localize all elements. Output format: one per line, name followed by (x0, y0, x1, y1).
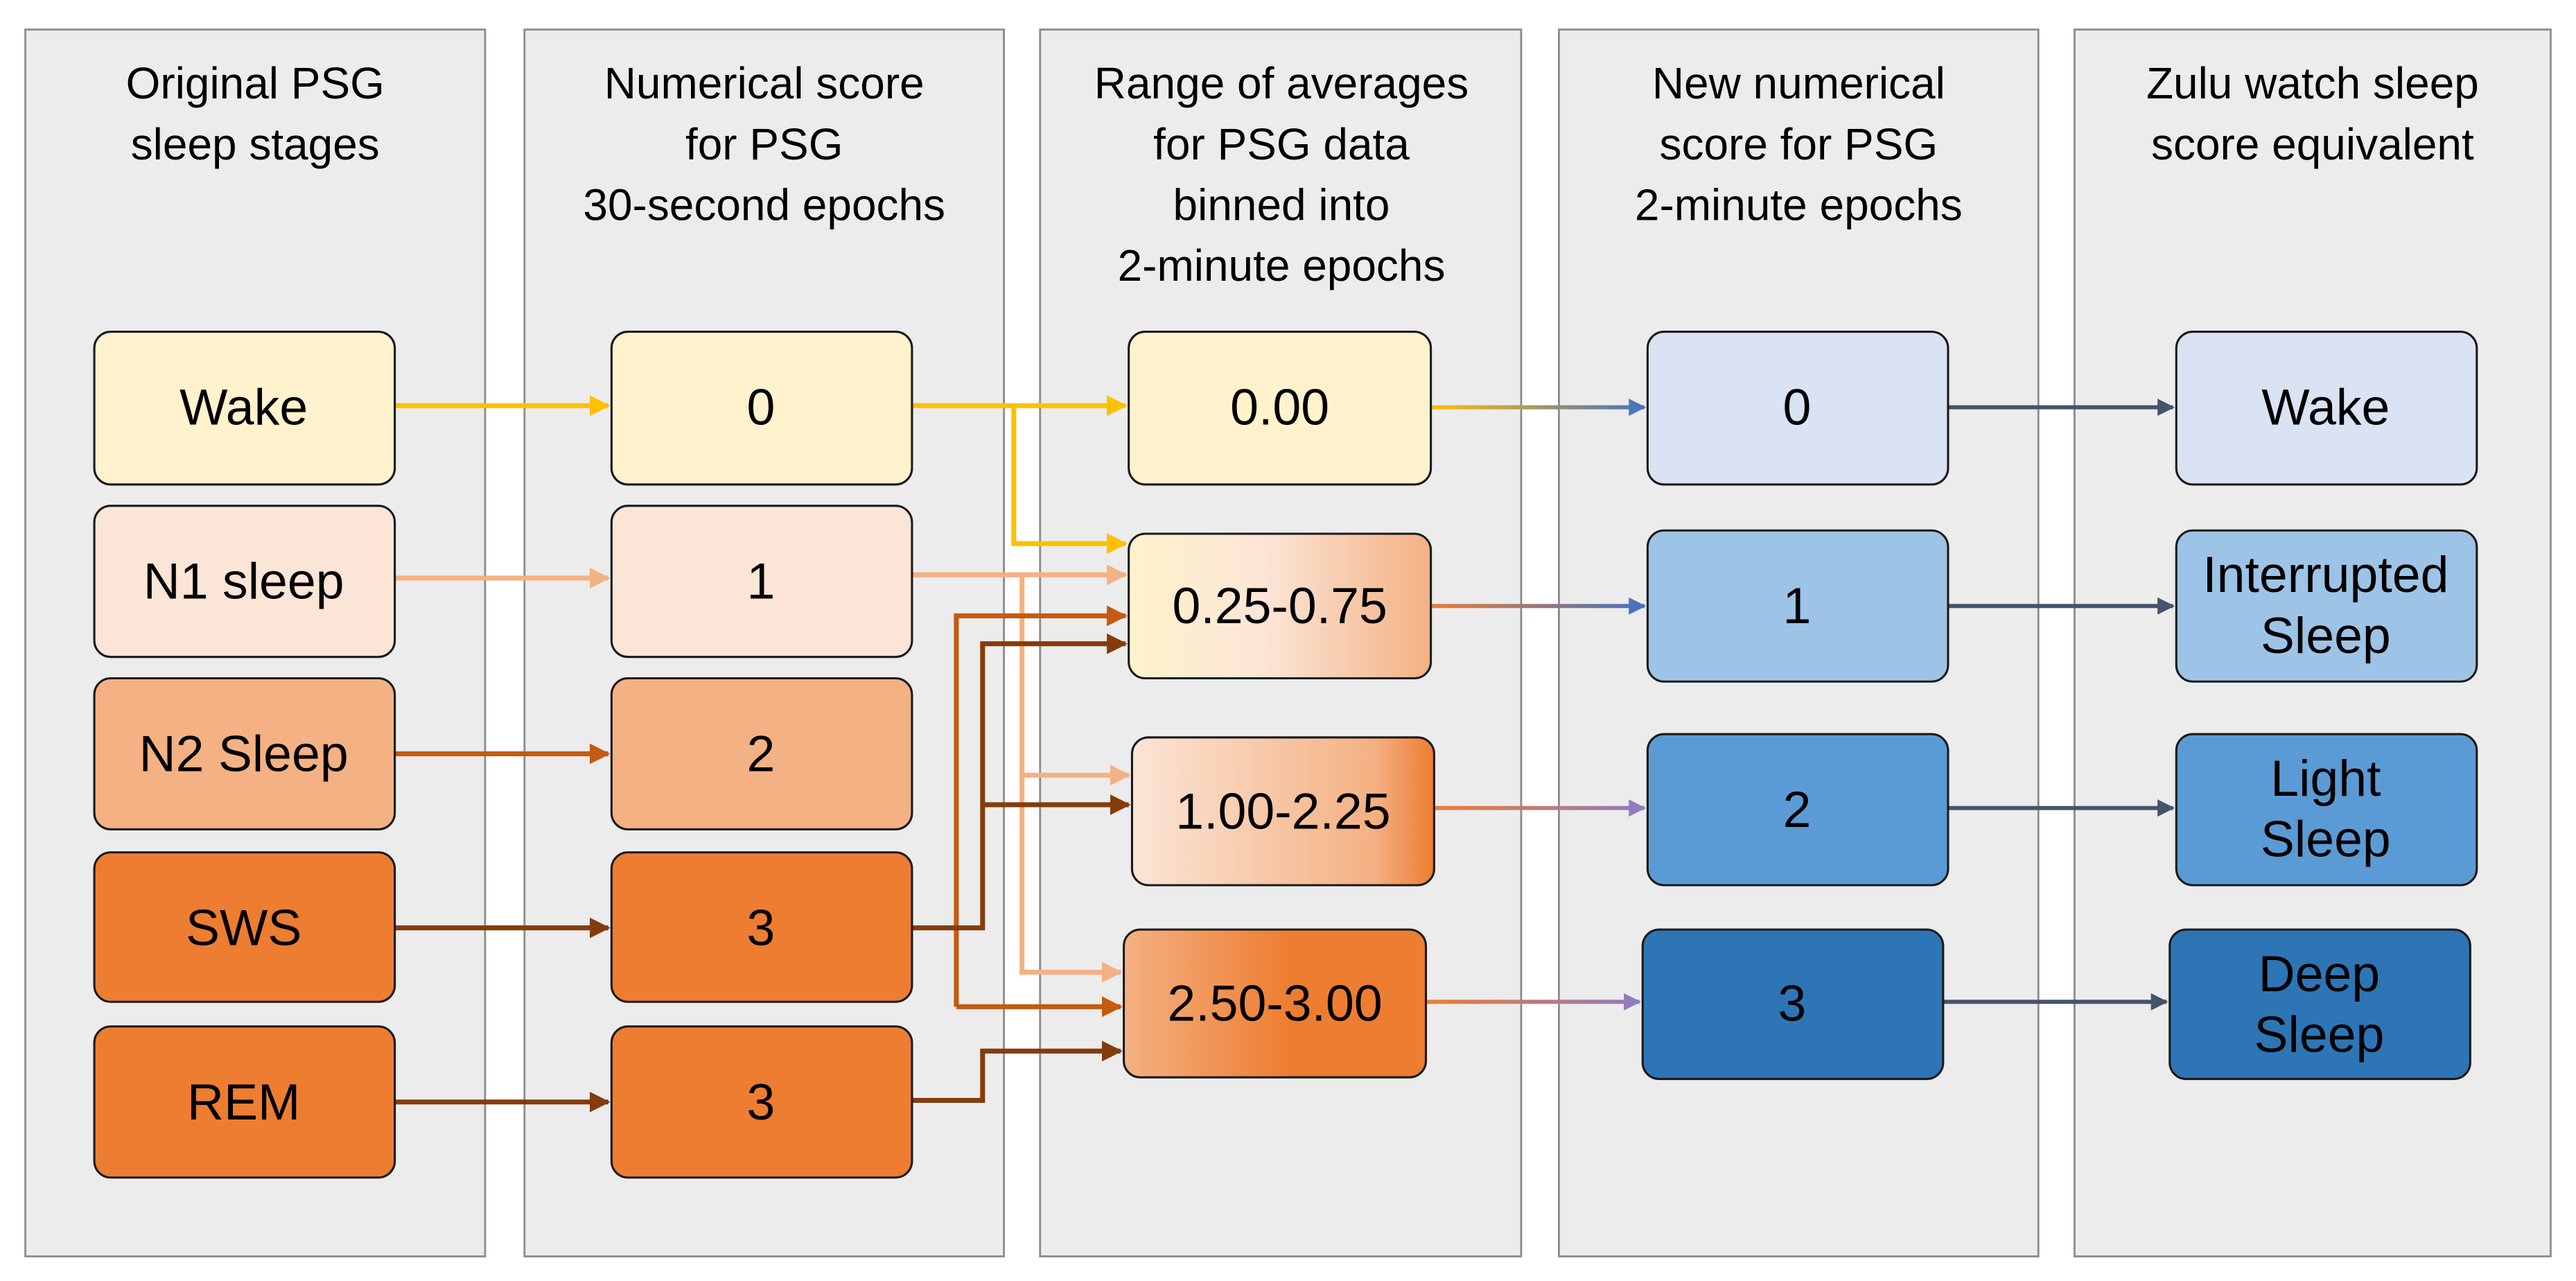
header-col5-line1: Zulu watch sleep (2146, 58, 2479, 108)
header-col3-line3: binned into (1173, 180, 1390, 229)
label-range-025-075: 0.25-0.75 (1172, 577, 1387, 634)
label-score-0: 0 (747, 379, 776, 436)
header-col2-line3: 30-second epochs (583, 180, 945, 229)
box-score-3-sws (610, 851, 913, 1003)
label-new-score-0: 0 (1783, 379, 1812, 436)
label-new-score-2: 2 (1783, 781, 1812, 838)
header-col2-line1: Numerical score (604, 58, 925, 108)
box-range-250-300 (1123, 928, 1428, 1079)
arrow-0-to-025 (1011, 406, 1128, 555)
label-zulu-deep-2: Sleep (2254, 1007, 2384, 1063)
box-range-100-225 (1130, 736, 1435, 887)
box-range-025-075 (1128, 532, 1432, 680)
header-col1-line1: Original PSG (126, 58, 385, 108)
header-col1-line2: sleep stages (131, 119, 380, 169)
header-col3-line2: for PSG data (1153, 119, 1410, 169)
header-col4-line3: 2-minute epochs (1635, 180, 1963, 229)
box-n2 (93, 677, 396, 831)
header-col3-line4: 2-minute epochs (1118, 241, 1446, 290)
label-score-3-sws: 3 (747, 900, 776, 957)
label-zulu-deep-1: Deep (2259, 946, 2381, 1002)
label-score-3-rem: 3 (747, 1074, 776, 1131)
header-col5-line2: score equivalent (2151, 119, 2474, 169)
box-score-3-rem (610, 1025, 913, 1179)
arrow-2-to-025 (954, 605, 1128, 1007)
header-col2-line2: for PSG (685, 119, 843, 169)
label-wake: Wake (179, 379, 308, 436)
box-zulu-wake (2175, 331, 2478, 486)
box-zulu-light (2175, 733, 2478, 887)
box-rem (93, 1025, 396, 1179)
label-score-2: 2 (747, 725, 776, 782)
box-new-score-0 (1646, 331, 1949, 486)
label-rem: REM (187, 1074, 300, 1131)
arrow-3-to-250 (911, 1040, 1123, 1103)
label-range-250-300: 2.50-3.00 (1167, 975, 1382, 1032)
label-n2: N2 Sleep (139, 725, 349, 782)
label-range-100-225: 1.00-2.25 (1175, 783, 1390, 839)
box-score-0 (610, 331, 913, 486)
label-range-000: 0.00 (1230, 379, 1329, 436)
header-col3-line1: Range of averages (1094, 58, 1469, 108)
header-col4-line1: New numerical (1652, 58, 1945, 108)
box-sws (93, 851, 396, 1003)
label-n1: N1 sleep (143, 553, 344, 610)
label-zulu-interrupted-1: Interrupted (2202, 546, 2448, 603)
label-zulu-light-2: Sleep (2261, 811, 2391, 868)
label-sws: SWS (186, 900, 301, 957)
arrow-1-to-250 (1019, 775, 1123, 983)
label-zulu-interrupted-2: Sleep (2261, 607, 2391, 664)
label-zulu-light-1: Light (2270, 750, 2381, 807)
label-zulu-wake: Wake (2261, 379, 2390, 436)
box-zulu-deep (2168, 928, 2471, 1081)
box-new-score-3 (1641, 928, 1945, 1081)
box-range-000 (1128, 331, 1432, 486)
box-wake (93, 331, 396, 486)
arrow-3-to-025 (911, 633, 1128, 931)
header-col4-line2: score for PSG (1660, 119, 1938, 169)
label-score-1: 1 (747, 553, 776, 610)
label-new-score-3: 3 (1778, 975, 1806, 1032)
box-score-1 (610, 505, 913, 659)
label-new-score-1: 1 (1783, 577, 1812, 634)
box-n1 (93, 505, 396, 659)
box-score-2 (610, 677, 913, 831)
box-zulu-interrupted (2175, 529, 2478, 683)
box-new-score-1 (1646, 529, 1949, 683)
box-new-score-2 (1646, 733, 1949, 887)
